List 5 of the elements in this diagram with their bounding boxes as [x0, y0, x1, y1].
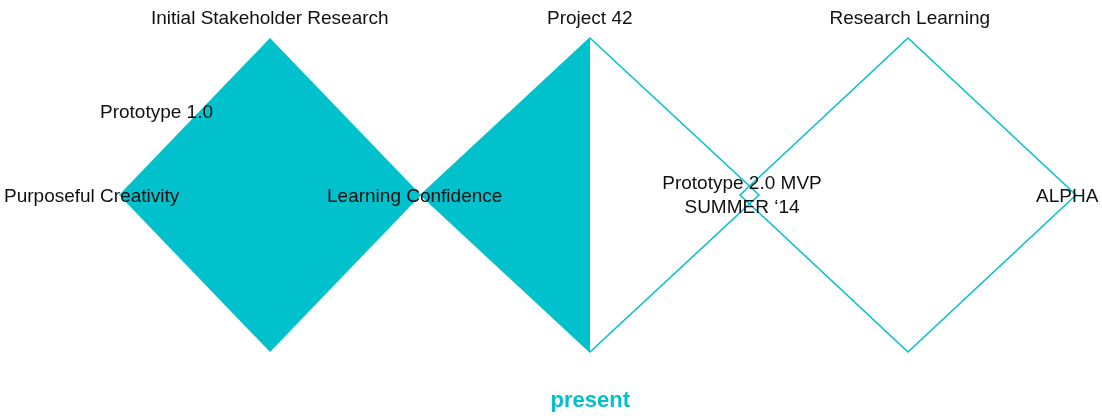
stage-label: Research Learning	[829, 6, 991, 30]
phase-label: present	[550, 388, 630, 412]
stage-label: Learning Confidence	[327, 184, 503, 208]
stage-label: Initial Stakeholder Research	[151, 6, 389, 30]
stage-label: Project 42	[547, 6, 633, 30]
